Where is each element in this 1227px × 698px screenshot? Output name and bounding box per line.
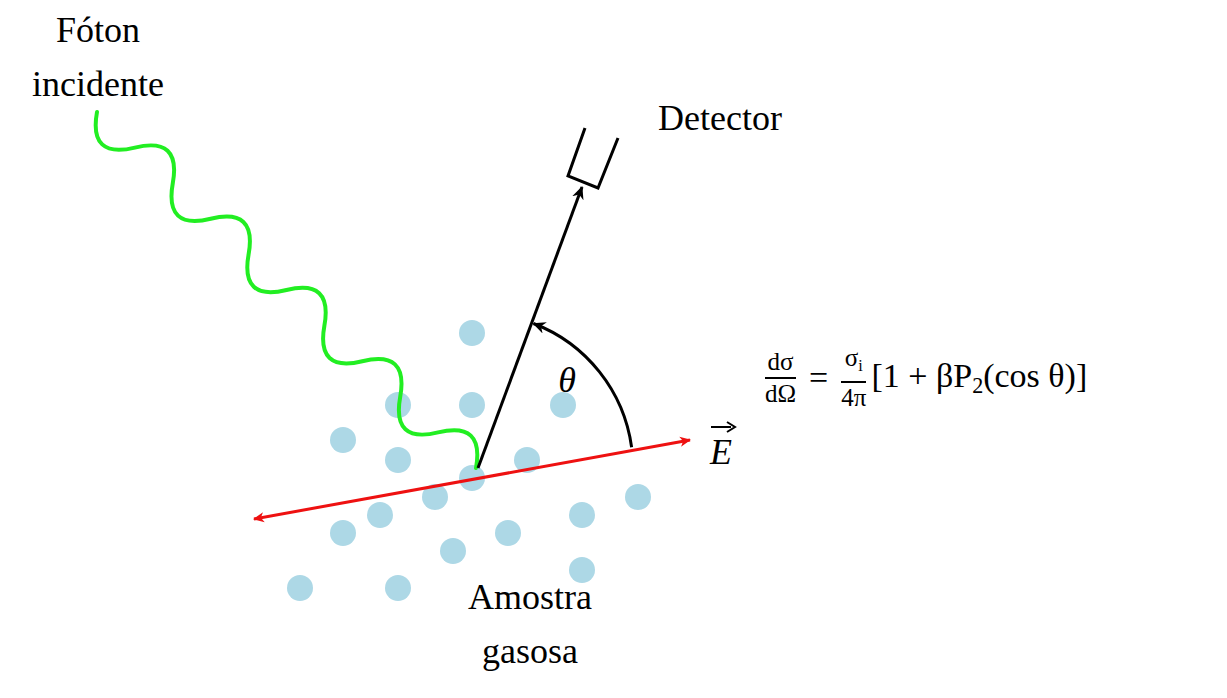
electric-field-vector (254, 440, 690, 519)
fraction-bar (765, 377, 796, 379)
angle-symbol: θ (558, 353, 576, 407)
molecule (385, 447, 411, 473)
formula-part: [1 + βP (871, 357, 972, 394)
molecule (367, 502, 393, 528)
formula-subscript: i (858, 357, 863, 375)
equals: = (809, 359, 828, 397)
molecule (495, 520, 521, 546)
photon-label: Fóton incidente (3, 3, 193, 111)
detector-label: Detector (658, 91, 782, 145)
vector-arrow-head (727, 422, 735, 432)
sample-label: Amostra gasosa (440, 570, 620, 678)
molecule (385, 575, 411, 601)
formula-part: = (809, 359, 828, 396)
molecule (440, 538, 466, 564)
numerator: σi (845, 344, 863, 380)
molecule (459, 320, 485, 346)
numerator: dσ (768, 348, 794, 376)
formula-part: 4π (841, 384, 866, 411)
field-symbol: E (710, 425, 732, 479)
formula-part: dΩ (765, 380, 796, 407)
molecule (330, 427, 356, 453)
denominator: dΩ (765, 380, 796, 408)
emission-arrow (478, 187, 582, 468)
denominator: 4π (841, 384, 866, 412)
molecule (330, 520, 356, 546)
formula-body: [1 + βP2(cos θ)] (871, 357, 1087, 400)
formula-subscript: 2 (972, 373, 983, 398)
formula-part: dσ (768, 348, 794, 375)
molecule (625, 484, 651, 510)
molecule (287, 575, 313, 601)
angle-arc (534, 324, 632, 448)
detector-symbol (568, 128, 618, 188)
cross-section-formula: dσ dΩ = σi 4π [1 + βP2(cos θ)] (762, 344, 1087, 412)
molecule (459, 392, 485, 418)
photon-wave (96, 112, 478, 468)
formula-part: (cos θ)] (983, 357, 1087, 394)
vector-arrow (711, 426, 731, 428)
fraction: σi 4π (841, 344, 866, 412)
fraction-bar (841, 381, 866, 383)
formula-part: σ (845, 344, 858, 371)
fraction: dσ dΩ (765, 348, 796, 408)
molecule (569, 502, 595, 528)
